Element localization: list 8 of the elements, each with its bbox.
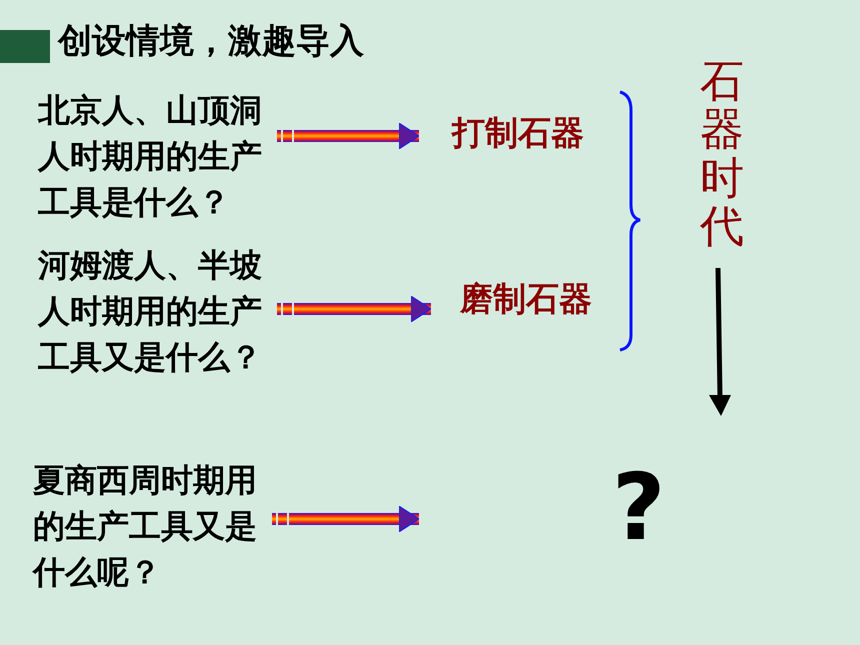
answer-text: 磨制石器 bbox=[449, 279, 619, 319]
answer-text: 打制石器 bbox=[437, 113, 612, 153]
title: 创设情境，激趣导入 bbox=[58, 20, 364, 63]
vertical-heading: 石器时代 bbox=[700, 58, 744, 252]
question-mark: ? bbox=[612, 462, 666, 554]
question-text: 河姆渡人、半坡人时期用的生产工具又是什么？ bbox=[38, 242, 275, 380]
question-text: 夏商西周时期用的生产工具又是什么呢？ bbox=[33, 457, 270, 595]
question-text: 北京人、山顶洞人时期用的生产工具是什么？ bbox=[38, 87, 275, 225]
